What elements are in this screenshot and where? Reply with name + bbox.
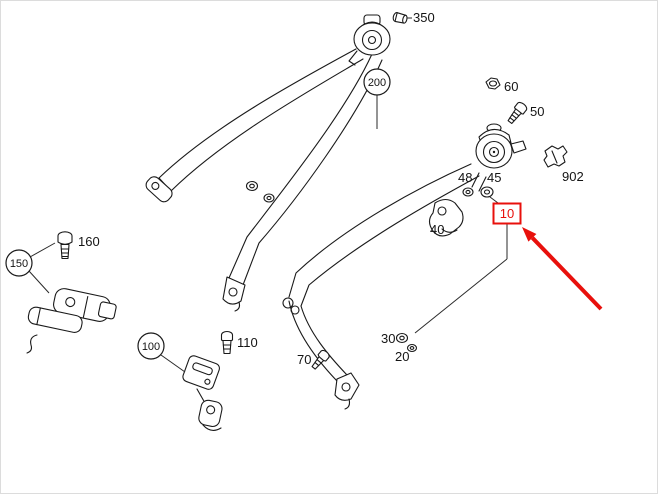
belt-webbing-left — [145, 48, 364, 203]
callout-70[interactable]: 70 — [297, 352, 311, 367]
highlight-box[interactable] — [492, 202, 522, 225]
callout-902[interactable]: 902 — [562, 169, 584, 184]
washer-pair-middle — [245, 180, 275, 203]
callout-350[interactable]: 350 — [413, 10, 435, 25]
leader-lines — [28, 17, 508, 373]
callout-20[interactable]: 20 — [395, 349, 409, 364]
belt-guide-100 — [182, 355, 223, 431]
retractor-right — [471, 123, 527, 192]
bolt-160 — [57, 231, 73, 260]
bracket-40 — [428, 198, 464, 237]
callout-50[interactable]: 50 — [530, 104, 544, 119]
callout-100[interactable]: 100 — [142, 341, 160, 353]
callout-30[interactable]: 30 — [381, 331, 395, 346]
callout-40[interactable]: 40 — [430, 222, 444, 237]
belt-webbing-middle — [222, 53, 383, 312]
callout-60[interactable]: 60 — [504, 79, 518, 94]
clip-902 — [543, 145, 568, 168]
buckle-assembly-150 — [26, 288, 117, 354]
callout-45[interactable]: 45 — [487, 170, 501, 185]
highlight-part-10: 10 — [492, 202, 603, 311]
highlight-arrow-head-icon — [522, 227, 537, 242]
callout-10[interactable]: 10 — [500, 206, 514, 221]
screw-50 — [507, 101, 528, 125]
washer-30 — [395, 332, 409, 344]
rivet-350 — [392, 12, 408, 24]
nut-60 — [485, 77, 501, 90]
callout-circle-100[interactable] — [137, 332, 165, 360]
callout-150[interactable]: 150 — [10, 258, 28, 270]
callout-circle-150[interactable] — [5, 249, 33, 277]
ring-48 — [462, 187, 474, 197]
bolt-110 — [220, 330, 234, 355]
callout-110[interactable]: 110 — [237, 335, 258, 350]
belt-webbing-right — [282, 163, 480, 410]
ring-45 — [480, 186, 494, 198]
callout-160[interactable]: 160 — [78, 234, 100, 249]
callout-48[interactable]: 48 — [458, 170, 472, 185]
screw-70 — [311, 349, 330, 370]
retractor-top — [348, 14, 391, 66]
callout-labels: 350 200 60 50 902 48 45 40 160 150 100 1… — [5, 10, 584, 367]
highlight-arrow-shaft — [530, 236, 603, 311]
washer-20 — [406, 343, 418, 353]
callout-200[interactable]: 200 — [368, 77, 386, 89]
callout-circle-200[interactable] — [363, 68, 391, 96]
